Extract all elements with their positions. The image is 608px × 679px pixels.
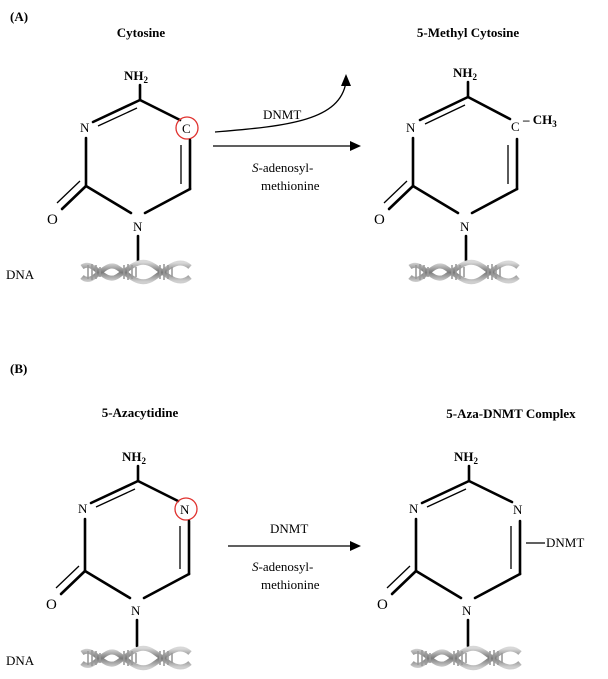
- ring-bond: [83, 569, 132, 600]
- panel-a: (A) Cytosine 5-Methyl Cytosine NH2 N C O…: [6, 9, 557, 282]
- double-bond-line: [424, 104, 466, 125]
- double-bond-line: [383, 180, 408, 204]
- enzyme-label: DNMT: [270, 521, 308, 536]
- cofactor-line1: S-adenosyl-: [252, 160, 313, 175]
- double-bond-line: [386, 565, 411, 589]
- amino-group-label: NH2: [453, 65, 478, 82]
- amino-group-label: NH2: [124, 68, 149, 85]
- ring-bond: [143, 187, 192, 215]
- ring-bond: [420, 479, 471, 505]
- double-bond-line: [97, 107, 138, 127]
- methyl-cytosine-title: 5-Methyl Cytosine: [417, 25, 519, 40]
- panel-a-label: (A): [10, 9, 28, 24]
- cofactor-line2: methionine: [261, 178, 320, 193]
- arrowhead-icon: [350, 141, 361, 151]
- n1-atom: N: [460, 219, 470, 234]
- dnmt-adduct-label: DNMT: [546, 535, 584, 550]
- ring-bond: [411, 184, 460, 215]
- ring-bond: [91, 98, 142, 124]
- dna-helix-icon: [410, 262, 518, 282]
- panel-b-label: (B): [10, 361, 27, 376]
- panel-b: (B) 5-Azacytidine 5-Aza-DNMT Complex NH2…: [6, 361, 584, 668]
- n3-atom: N: [80, 120, 90, 135]
- ring-bond: [84, 184, 133, 215]
- ring-bond: [89, 479, 140, 505]
- n5-highlight-circle: [174, 497, 198, 521]
- double-bond-line: [55, 565, 80, 589]
- carbonyl-bond: [59, 569, 87, 596]
- double-bond-line: [95, 488, 136, 508]
- n1-atom: N: [133, 219, 143, 234]
- oxygen-atom: O: [374, 212, 385, 228]
- ring-bond: [142, 572, 191, 600]
- cytosine-molecule: NH2 N C O N: [47, 68, 199, 264]
- aza-dnmt-complex-molecule: NH2 N N DNMT O N: [377, 449, 584, 648]
- n3-atom: N: [406, 120, 416, 135]
- ring-bond: [467, 479, 514, 504]
- cofactor-line2: methionine: [261, 577, 320, 592]
- dnmt-release-arrow: [214, 81, 347, 133]
- n5-atom: N: [180, 502, 190, 517]
- dna-helix-icon: [82, 648, 190, 668]
- n1-atom: N: [131, 603, 141, 618]
- aza-dnmt-complex-title: 5-Aza-DNMT Complex: [446, 406, 576, 421]
- c5-atom: C: [182, 121, 191, 136]
- c5-atom: C: [511, 119, 520, 134]
- ring-bond: [466, 95, 512, 121]
- ring-bond: [138, 98, 182, 122]
- dna-label: DNA: [6, 653, 35, 668]
- cytosine-title: Cytosine: [117, 25, 166, 40]
- c5-highlight-circle: [175, 116, 199, 140]
- ring-bond: [136, 479, 180, 503]
- azacytidine-title: 5-Azacytidine: [102, 405, 179, 420]
- reaction-arrow-a: DNMT S-adenosyl- methionine: [213, 74, 361, 193]
- dna-label: DNA: [6, 267, 35, 282]
- arrowhead-icon: [350, 541, 361, 551]
- n3-atom: N: [409, 501, 419, 516]
- arrowhead-icon: [341, 74, 351, 86]
- cofactor-line1: S-adenosyl-: [252, 559, 313, 574]
- n1-atom: N: [462, 603, 472, 618]
- oxygen-atom: O: [46, 597, 57, 613]
- reaction-arrow-b: DNMT S-adenosyl- methionine: [228, 521, 361, 592]
- ring-bond: [473, 572, 522, 600]
- double-bond-line: [56, 180, 81, 204]
- methyl-group-label: – CH3: [522, 112, 557, 129]
- dna-helix-icon: [82, 262, 190, 282]
- ring-bond: [418, 95, 470, 122]
- carbonyl-bond: [390, 569, 418, 596]
- azacytidine-molecule: NH2 N N O N: [46, 449, 198, 648]
- carbonyl-bond: [60, 184, 88, 211]
- amino-group-label: NH2: [122, 449, 147, 466]
- enzyme-label: DNMT: [263, 107, 301, 122]
- methyl-cytosine-molecule: NH2 N C – CH3 O N: [374, 65, 557, 264]
- ring-bond: [470, 187, 519, 215]
- carbonyl-bond: [387, 184, 415, 211]
- oxygen-atom: O: [377, 597, 388, 613]
- oxygen-atom: O: [47, 212, 58, 228]
- n3-atom: N: [78, 501, 88, 516]
- n5-atom: N: [513, 502, 523, 517]
- amino-group-label: NH2: [454, 449, 479, 466]
- ring-bond: [414, 569, 463, 600]
- double-bond-line: [426, 488, 467, 508]
- dna-helix-icon: [412, 648, 520, 668]
